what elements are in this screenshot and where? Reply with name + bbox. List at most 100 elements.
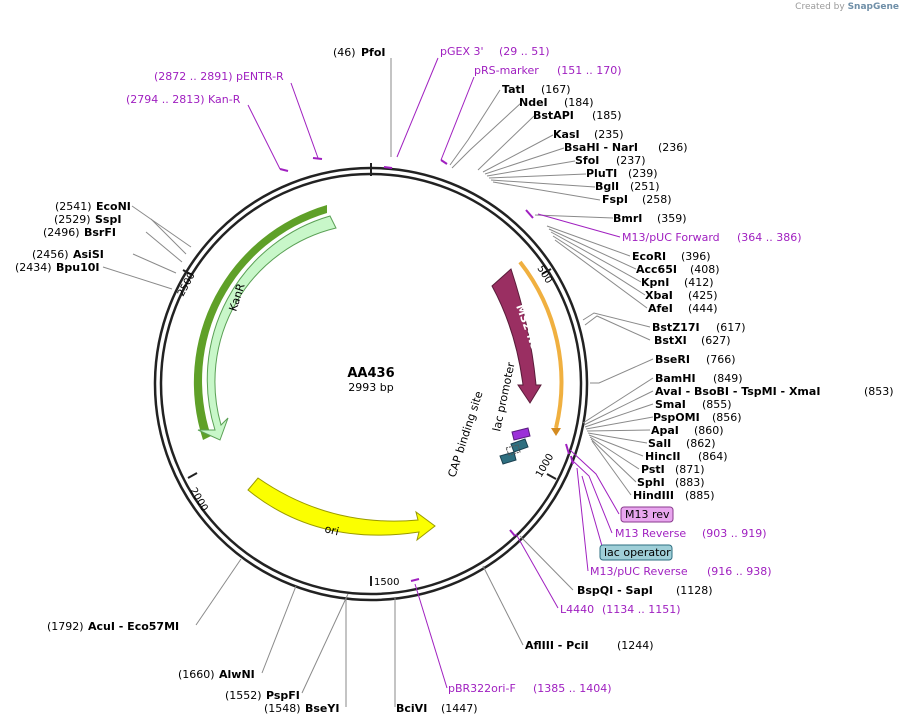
enzyme-name: AfeI [648, 302, 673, 315]
enzyme-pos: (766) [706, 353, 736, 366]
feature-ori-arrow[interactable] [247, 477, 436, 542]
enzyme-name: BsaHI - NarI [564, 141, 638, 154]
enzyme-pos: (2541) [55, 200, 92, 213]
enzyme-name: BciVI [396, 702, 427, 715]
enzyme-pos: (251) [630, 180, 660, 193]
enzyme-name: KasI [553, 128, 580, 141]
plasmid-size: 2993 bp [348, 381, 393, 394]
enzyme-name: AlwNI [219, 668, 255, 681]
primer-marks [279, 157, 574, 582]
enzyme-pos: (2434) [15, 261, 52, 274]
primer-name: M13/pUC Reverse [590, 565, 688, 578]
enzyme-pos: (236) [658, 141, 688, 154]
enzyme-name: HincII [645, 450, 681, 463]
enzyme-name: BglI [595, 180, 619, 193]
m13-rev-box[interactable] [620, 506, 674, 523]
feature-lac-promoter-marker[interactable] [511, 427, 531, 441]
enzyme-name: BstAPI [533, 109, 574, 122]
tick-label-2000: 2000 [187, 486, 209, 514]
credit-brand: SnapGene [847, 2, 899, 12]
enzyme-pos: (1792) [47, 620, 84, 633]
snapgene-credit: Created by SnapGene [795, 2, 899, 12]
tick-label-1000: 1000 [534, 452, 556, 480]
enzyme-labels: (46) PfoI TatI (167) NdeI (184) BstAPI (… [15, 46, 894, 715]
enzyme-pos: (1447) [441, 702, 478, 715]
primer-name: Kan-R [208, 93, 241, 106]
enzyme-name: SalI [648, 437, 671, 450]
enzyme-pos: (856) [712, 411, 742, 424]
enzyme-name: NdeI [519, 96, 548, 109]
enzyme-pos: (239) [628, 167, 658, 180]
feature-orange-arc [518, 260, 564, 429]
enzyme-pos: (855) [702, 398, 732, 411]
enzyme-name: BstZ17I [652, 321, 700, 334]
enzyme-name: AcuI - Eco57MI [88, 620, 179, 633]
enzyme-pos: (425) [688, 289, 718, 302]
enzyme-leader-lines [102, 58, 654, 707]
enzyme-pos: (184) [564, 96, 594, 109]
enzyme-name: SspI [95, 213, 121, 226]
enzyme-pos: (883) [675, 476, 705, 489]
enzyme-name: PluTI [586, 167, 617, 180]
enzyme-pos: (1128) [676, 584, 713, 597]
enzyme-name: PfoI [361, 46, 386, 59]
primer-range: (2794 .. 2813) [126, 93, 205, 106]
enzyme-pos: (862) [686, 437, 716, 450]
enzyme-name: BmrI [613, 212, 642, 225]
enzyme-name: KpnI [641, 276, 669, 289]
tick-label-500: 500 [534, 264, 553, 286]
enzyme-pos: (1552) [225, 689, 262, 702]
enzyme-name: AflIII - PciI [525, 639, 589, 652]
enzyme-name: EcoNI [96, 200, 131, 213]
lac-operator-label: lac operator [604, 546, 671, 559]
feature-ori-label: ori [323, 522, 340, 538]
primer-name: pENTR-R [236, 70, 284, 83]
enzyme-pos: (2529) [54, 213, 91, 226]
enzyme-name: HindIII [633, 489, 674, 502]
enzyme-name: ApaI [651, 424, 679, 437]
enzyme-name: PspOMI [653, 411, 700, 424]
primer-name: M13/pUC Forward [622, 231, 720, 244]
tick-mark-1000 [546, 473, 557, 480]
tick-mark-2000 [187, 472, 198, 479]
feature-cap-label: CAP binding site [445, 389, 485, 479]
enzyme-name: BseYI [305, 702, 339, 715]
feature-cap-site-marker[interactable] [510, 438, 529, 453]
tick-mark-2500 [182, 269, 193, 276]
primer-range: (364 .. 386) [737, 231, 802, 244]
feature-lac-operator-marker [505, 444, 521, 456]
enzyme-name: FspI [602, 193, 628, 206]
enzyme-pos: (860) [694, 424, 724, 437]
enzyme-pos: (849) [713, 372, 743, 385]
enzyme-pos: (167) [541, 83, 571, 96]
enzyme-pos: (617) [716, 321, 746, 334]
enzyme-pos: (885) [685, 489, 715, 502]
feature-kanr-arrow[interactable] [197, 215, 337, 441]
enzyme-pos: (258) [642, 193, 672, 206]
enzyme-pos: (627) [701, 334, 731, 347]
tick-mark-500 [541, 268, 552, 275]
primer-name: pBR322ori-F [448, 682, 516, 695]
primer-range: (903 .. 919) [702, 527, 767, 540]
enzyme-pos: (396) [681, 250, 711, 263]
enzyme-name: AvaI - BsoBI - TspMI - XmaI [655, 385, 820, 398]
primer-range: (29 .. 51) [499, 45, 550, 58]
enzyme-pos: (46) [333, 46, 356, 59]
lac-operator-box[interactable] [599, 544, 673, 561]
enzyme-pos: (1244) [617, 639, 654, 652]
primer-labels: pGEX 3' (29 .. 51) pRS-marker (151 .. 17… [126, 45, 802, 695]
feature-ms2-n55k-arrow[interactable] [491, 268, 542, 404]
enzyme-name: PspFI [266, 689, 300, 702]
enzyme-name: XbaI [645, 289, 673, 302]
enzyme-pos: (235) [594, 128, 624, 141]
enzyme-name: SphI [637, 476, 665, 489]
enzyme-pos: (444) [688, 302, 718, 315]
primer-range: (916 .. 938) [707, 565, 772, 578]
primer-range: (1134 .. 1151) [602, 603, 681, 616]
tick-label-1500: 1500 [374, 577, 399, 588]
enzyme-name: SmaI [655, 398, 686, 411]
enzyme-name: BspQI - SapI [577, 584, 653, 597]
enzyme-name: BamHI [655, 372, 696, 385]
enzyme-name: Bpu10I [56, 261, 100, 274]
